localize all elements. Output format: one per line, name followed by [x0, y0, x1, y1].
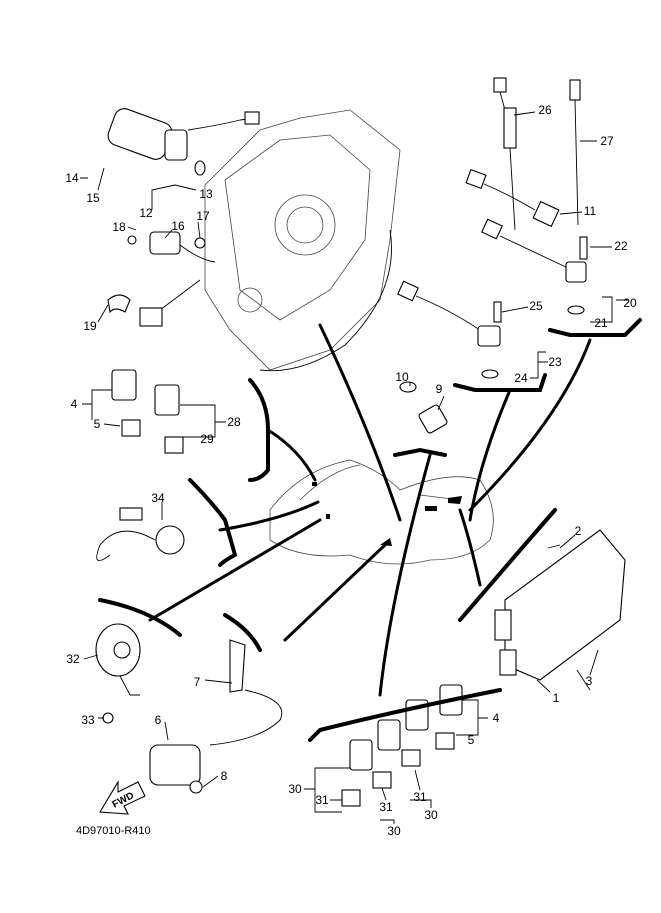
callout: 16 — [171, 219, 185, 233]
callout: 30 — [387, 824, 401, 838]
callout: 7 — [194, 675, 201, 689]
callout: 3 — [586, 674, 593, 688]
callout: 22 — [614, 239, 628, 253]
group-brackets — [98, 318, 642, 742]
callout: 15 — [86, 191, 100, 205]
callout: 29 — [200, 432, 214, 446]
starter-motor — [107, 108, 260, 176]
sensor-16 — [107, 231, 216, 327]
callout: 34 — [151, 491, 165, 505]
callout: 9 — [436, 382, 443, 396]
relays — [111, 369, 463, 807]
callout: 32 — [66, 652, 80, 666]
callout: 6 — [155, 713, 162, 727]
callout: 23 — [548, 355, 562, 369]
wiring-parts-right — [397, 77, 588, 434]
callout: 30 — [424, 808, 438, 822]
callout: 4 — [493, 711, 500, 725]
callout: 28 — [227, 415, 241, 429]
callout: 25 — [529, 299, 543, 313]
callout: 24 — [514, 371, 528, 385]
fwd-arrow-icon: FWD — [99, 780, 146, 815]
callout: 31 — [379, 800, 393, 814]
callout: 33 — [81, 713, 95, 727]
drawing-code: 4D97010-R410 — [76, 825, 151, 837]
callout-numbers: 26 27 11 22 20 21 25 23 24 14 15 13 12 1… — [65, 103, 637, 838]
callout: 14 — [65, 171, 79, 185]
callout: 13 — [199, 187, 213, 201]
callout: 20 — [623, 296, 637, 310]
callout: 11 — [584, 204, 597, 218]
callout: 17 — [196, 209, 210, 223]
callout: 30 — [288, 782, 302, 796]
callout: 21 — [594, 316, 608, 330]
callout: 10 — [395, 370, 409, 384]
callout: 12 — [139, 206, 153, 220]
callout: 27 — [600, 134, 614, 148]
ecu — [494, 529, 626, 691]
callout: 5 — [94, 417, 101, 431]
callout: 19 — [83, 319, 97, 333]
callout: 18 — [112, 220, 126, 234]
callout: 5 — [468, 733, 475, 747]
leader-lines — [80, 111, 628, 824]
callout: 1 — [553, 691, 560, 705]
callout: 8 — [221, 769, 228, 783]
callout: 4 — [71, 397, 78, 411]
callout: 2 — [575, 524, 582, 538]
motorcycle-outline — [269, 459, 494, 565]
misc-parts — [95, 507, 283, 794]
callout: 26 — [538, 103, 552, 117]
engine-assembly — [204, 109, 401, 372]
callout: 31 — [315, 793, 329, 807]
callout: 31 — [413, 790, 427, 804]
